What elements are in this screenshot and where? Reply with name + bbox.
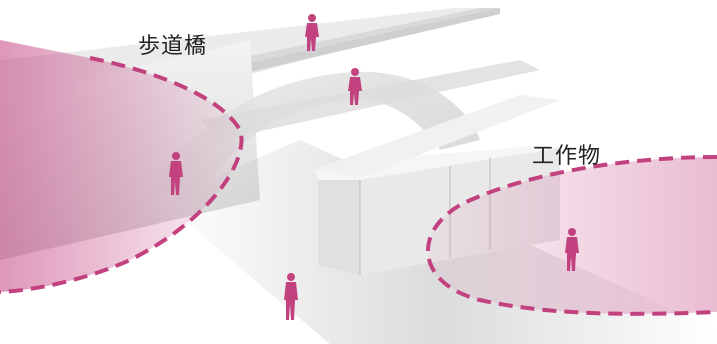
pedestrian-figure (284, 273, 298, 320)
left-zone-boundary (0, 56, 244, 294)
pedestrian-figure (305, 14, 319, 51)
footbridge-label: 歩道橋 (138, 34, 208, 59)
right-zone-boundary (425, 155, 717, 316)
footbridge-arch (150, 60, 540, 200)
left-zone (0, 40, 244, 294)
pedestrian-figure (348, 68, 362, 105)
pedestrian-figure (565, 228, 579, 271)
pedestrian-figure (169, 152, 183, 195)
structure-label: 工作物 (532, 144, 602, 169)
